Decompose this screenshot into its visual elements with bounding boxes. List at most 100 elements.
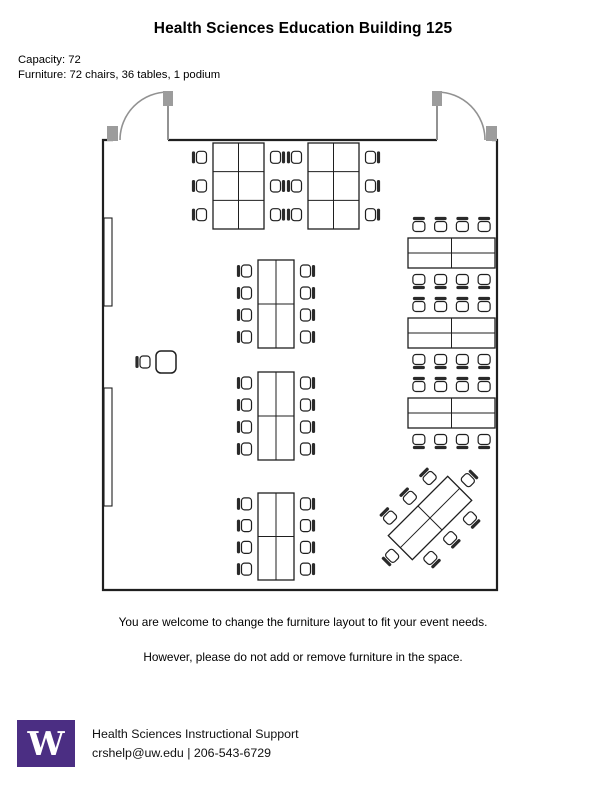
chair-icon [236,308,253,322]
chair-icon [455,273,469,290]
table-group [191,142,286,230]
chair-icon [286,208,303,222]
chair-icon [269,150,286,164]
chair-icon [434,296,448,313]
chair-icon [299,264,316,278]
chair-icon [477,433,491,450]
chair-icon [286,179,303,193]
wall-panel [103,217,113,307]
chair-icon [477,376,491,393]
chair-icon [477,296,491,313]
chair-icon [434,433,448,450]
uw-logo: W [17,720,75,767]
table-group [407,376,496,450]
chair-icon [455,376,469,393]
capacity-text: Capacity: 72 [18,54,81,66]
table-group [236,371,316,461]
podium [155,350,177,374]
table-group [236,259,316,349]
uw-logo-letter: W [27,724,65,763]
chair-icon [379,507,398,525]
chair-icon [191,179,208,193]
footer-text: Health Sciences Instructional Support cr… [92,725,299,762]
chair-icon [236,540,253,554]
chair-icon [269,179,286,193]
chair-icon [269,208,286,222]
chair-icon [299,398,316,412]
chair-icon [412,353,426,370]
chair-icon [462,511,481,529]
door-jamb [107,126,118,141]
chair-icon [299,376,316,390]
door-jamb [486,126,497,141]
chair-icon [299,519,316,533]
chair-icon [434,216,448,233]
chair-icon [460,469,479,488]
chair-icon [299,497,316,511]
chair-icon [299,442,316,456]
chair-icon [455,433,469,450]
chair-icon [477,216,491,233]
chair-icon [443,531,461,549]
note-line-1: You are welcome to change the furniture … [118,615,488,629]
chair-icon [412,273,426,290]
chair-icon [364,150,381,164]
chair-icon [412,376,426,393]
chair-icon [423,550,441,569]
chair-icon [419,467,437,486]
door-swing-arc [436,91,486,141]
chair-icon [455,353,469,370]
chair-icon [434,273,448,290]
chair-icon [299,562,316,576]
chair-icon [236,330,253,344]
chair-icon [191,208,208,222]
chair-icon [434,353,448,370]
chair-icon [412,433,426,450]
footer: W Health Sciences Instructional Support … [17,720,299,767]
chair-icon [299,308,316,322]
chair-icon [299,330,316,344]
chair-icon [477,353,491,370]
table-group [407,296,496,370]
table-group [286,142,381,230]
door-panel-end [163,91,173,106]
chair-icon [236,497,253,511]
furniture-text: Furniture: 72 chairs, 36 tables, 1 podiu… [18,69,221,82]
chair-icon [364,179,381,193]
chair-icon [236,286,253,300]
chair-icon [399,487,417,505]
door-swing-arc [119,91,169,141]
chair-icon [191,150,208,164]
chair-icon [381,548,400,567]
wall-panel [103,387,113,507]
chair-icon [412,216,426,233]
chair-icon [236,442,253,456]
footer-org: Health Sciences Instructional Support [92,726,299,741]
chair-icon [236,562,253,576]
chair-icon [286,150,303,164]
room-info: Capacity: 72 Furniture: 72 chairs, 36 ta… [18,53,220,83]
door-panel-end [432,91,442,106]
table-group [407,216,496,290]
chair-icon [299,286,316,300]
chair-icon [236,398,253,412]
page-title: Health Sciences Education Building 125 [153,20,453,37]
chair-icon [434,376,448,393]
chair-icon [455,216,469,233]
chair-icon [135,355,151,369]
chair-icon [412,296,426,313]
chair-icon [364,208,381,222]
chair-icon [236,519,253,533]
chair-icon [236,376,253,390]
table-group [379,467,481,569]
chair-icon [236,264,253,278]
chair-icon [236,420,253,434]
chair-icon [477,273,491,290]
table-group [236,492,316,581]
note-line-2: However, please do not add or remove fur… [143,650,463,664]
chair-icon [455,296,469,313]
chair-icon [299,420,316,434]
rotated-table-group [379,467,481,569]
chair-icon [299,540,316,554]
